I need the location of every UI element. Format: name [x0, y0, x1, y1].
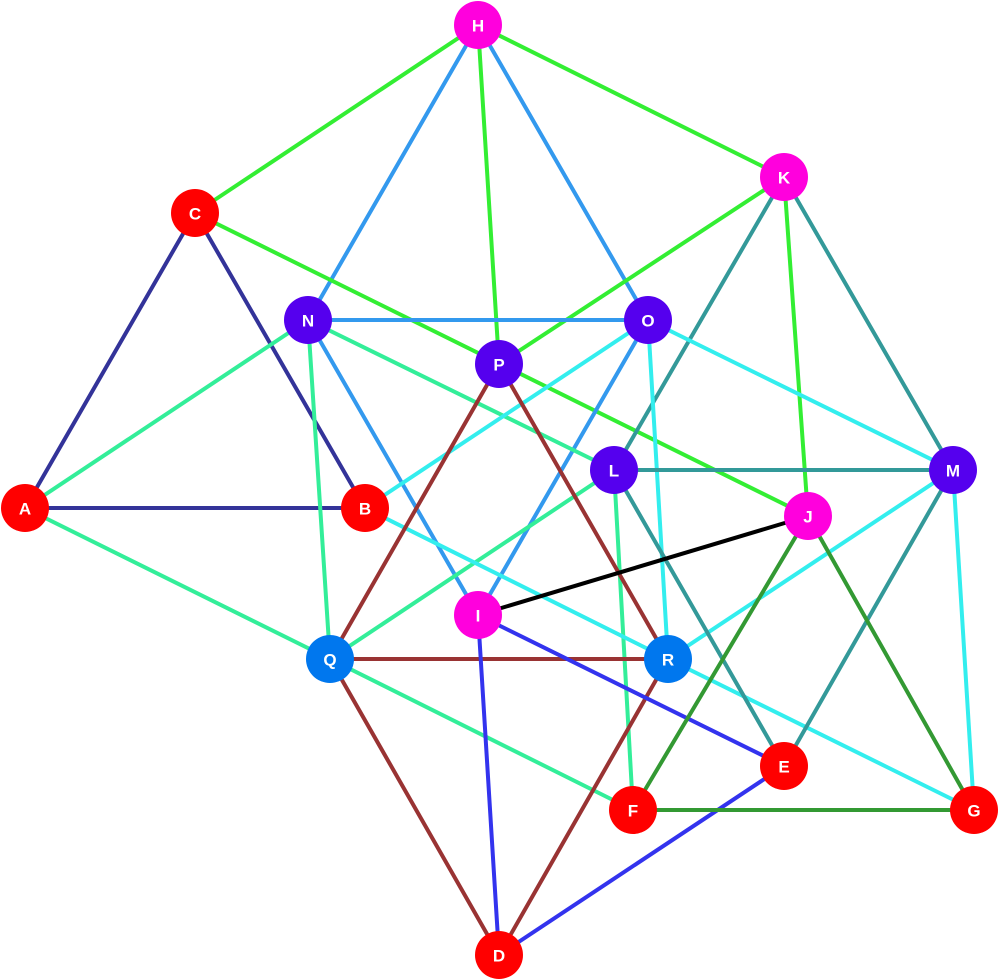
edge-i-j	[476, 514, 810, 617]
edge-m-r	[666, 468, 955, 661]
node-e: E	[760, 742, 808, 790]
node-circle	[950, 786, 998, 834]
node-circle	[171, 189, 219, 237]
node-j: J	[784, 492, 832, 540]
node-d: D	[475, 931, 523, 979]
edge-e-d	[497, 764, 786, 957]
edge-j-g	[806, 514, 976, 812]
node-label: Q	[323, 651, 336, 670]
edge-i-e	[476, 613, 786, 768]
node-m: M	[929, 446, 977, 494]
edge-r-g	[666, 657, 976, 812]
node-circle	[454, 1, 502, 49]
node-f: F	[609, 786, 657, 834]
edge-h-n	[306, 23, 480, 322]
node-n: N	[284, 296, 332, 344]
node-h: H	[454, 1, 502, 49]
node-circle	[644, 635, 692, 683]
node-k: K	[760, 153, 808, 201]
edge-h-o	[476, 23, 650, 322]
node-label: N	[302, 312, 314, 331]
edge-k-p	[497, 175, 786, 366]
node-label: F	[628, 802, 638, 821]
edge-n-l	[306, 318, 616, 472]
edge-h-c	[193, 23, 480, 215]
edge-p-r	[497, 362, 670, 661]
edge-l-q	[328, 468, 616, 661]
edge-k-l	[612, 175, 786, 472]
edge-l-e	[612, 468, 786, 768]
edge-o-r	[646, 318, 670, 661]
node-p: P	[475, 340, 523, 388]
edge-l-f	[612, 468, 635, 812]
edge-c-b	[193, 211, 367, 510]
node-label: P	[493, 356, 504, 375]
node-circle	[284, 296, 332, 344]
edge-q-f	[328, 657, 635, 812]
node-label: R	[662, 651, 674, 670]
node-q: Q	[306, 635, 354, 683]
node-label: D	[493, 947, 505, 966]
node-circle	[341, 484, 389, 532]
node-circle	[590, 446, 638, 494]
node-label: M	[946, 462, 960, 481]
node-circle	[475, 931, 523, 979]
edge-c-a	[23, 211, 197, 510]
node-label: J	[803, 508, 812, 527]
node-c: C	[171, 189, 219, 237]
node-label: A	[19, 500, 31, 519]
edge-j-f	[631, 514, 810, 812]
edge-o-i	[476, 318, 650, 617]
node-label: O	[641, 312, 654, 331]
node-circle	[475, 340, 523, 388]
node-label: H	[472, 17, 484, 36]
edge-k-m	[782, 175, 955, 472]
node-circle	[454, 591, 502, 639]
node-label: E	[778, 758, 789, 777]
edge-p-q	[328, 362, 501, 661]
node-circle	[306, 635, 354, 683]
node-label: I	[476, 607, 481, 626]
edge-r-d	[497, 657, 670, 957]
edge-a-q	[23, 506, 332, 661]
node-l: L	[590, 446, 638, 494]
node-label: L	[609, 462, 619, 481]
node-label: G	[967, 802, 980, 821]
node-a: A	[1, 484, 49, 532]
node-g: G	[950, 786, 998, 834]
edges-layer	[23, 23, 976, 957]
node-circle	[784, 492, 832, 540]
edge-o-b	[363, 318, 650, 510]
node-i: I	[454, 591, 502, 639]
node-label: K	[778, 169, 791, 188]
node-circle	[624, 296, 672, 344]
node-circle	[929, 446, 977, 494]
edge-k-j	[782, 175, 810, 518]
edge-h-p	[476, 23, 501, 366]
node-b: B	[341, 484, 389, 532]
node-circle	[760, 742, 808, 790]
node-label: C	[189, 205, 201, 224]
node-circle	[760, 153, 808, 201]
node-r: R	[644, 635, 692, 683]
edge-i-d	[476, 613, 501, 957]
edge-h-k	[476, 23, 786, 179]
edge-q-d	[328, 657, 501, 957]
node-o: O	[624, 296, 672, 344]
edge-n-q	[306, 318, 332, 661]
node-label: B	[359, 500, 371, 519]
edge-m-g	[951, 468, 976, 812]
edge-n-a	[23, 318, 310, 510]
edge-n-i	[306, 318, 480, 617]
edge-m-e	[782, 468, 955, 768]
node-circle	[609, 786, 657, 834]
node-circle	[1, 484, 49, 532]
edge-o-m	[646, 318, 955, 472]
edge-b-r	[363, 506, 670, 661]
